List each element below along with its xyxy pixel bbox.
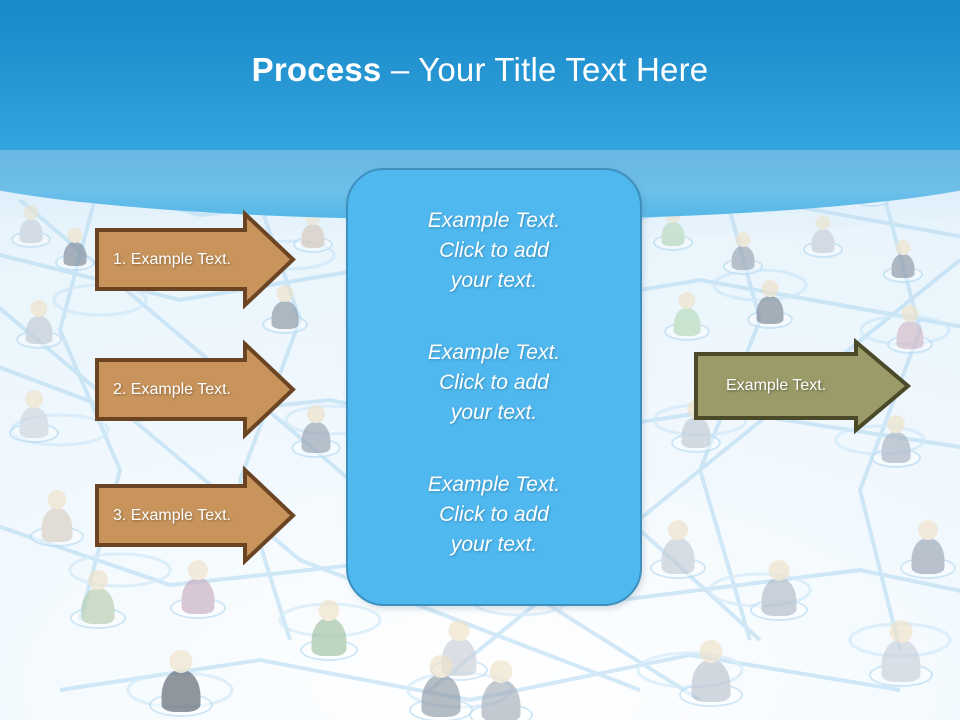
input-arrow-2-label: 2. Example Text. [113, 380, 231, 398]
crowd-figure [409, 655, 473, 720]
crowd-figure [664, 292, 710, 341]
crowd-figure [671, 400, 721, 453]
crowd-figure [469, 660, 533, 720]
slide-title-bold: Process [251, 51, 382, 88]
arrow-shape-olive [694, 337, 912, 435]
crowd-figure [9, 390, 59, 443]
crowd-figure [650, 520, 706, 579]
arrow-shape-tan [95, 209, 296, 310]
crowd-figure [70, 570, 126, 629]
slide-title: Process – Your Title Text Here [0, 50, 960, 90]
crowd-figure [871, 415, 921, 468]
crowd-figure [30, 490, 84, 547]
crowd-figure [679, 640, 743, 707]
crowd-figure [55, 228, 95, 271]
crowd-figure [170, 560, 226, 619]
crowd-figure [869, 620, 933, 687]
output-arrow-label: Example Text. [726, 377, 827, 394]
input-arrow-1-label: 1. Example Text. [113, 250, 231, 268]
output-arrow[interactable]: Example Text. [694, 337, 912, 435]
crowd-figure [262, 285, 308, 334]
crowd-figure [723, 232, 763, 275]
crowd-figure [750, 560, 808, 621]
arrow-shape-tan [95, 339, 296, 440]
input-arrow-1[interactable]: 1. Example Text. [95, 209, 296, 310]
center-content-panel[interactable]: Example Text. Click to add your text. Ex… [346, 168, 642, 606]
crowd-figure [747, 280, 793, 329]
panel-text-block-1: Example Text. Click to add your text. [427, 209, 561, 292]
input-arrow-3-label: 3. Example Text. [113, 506, 231, 524]
arrow-shape-tan [95, 465, 296, 566]
crowd-figure [291, 405, 341, 458]
panel-text-block-3: Example Text. Click to add your text. [427, 473, 561, 556]
input-arrow-3[interactable]: 3. Example Text. [95, 465, 296, 566]
crowd-figure [300, 600, 358, 661]
crowd-figure [149, 650, 213, 717]
input-arrow-2[interactable]: 2. Example Text. [95, 339, 296, 440]
panel-text-block-2: Example Text. Click to add your text. [427, 341, 561, 424]
crowd-figure [16, 300, 62, 349]
crowd-figure [883, 240, 923, 283]
crowd-figure [887, 305, 933, 354]
slide-title-rest: – Your Title Text Here [381, 51, 709, 88]
crowd-figure [900, 520, 956, 579]
